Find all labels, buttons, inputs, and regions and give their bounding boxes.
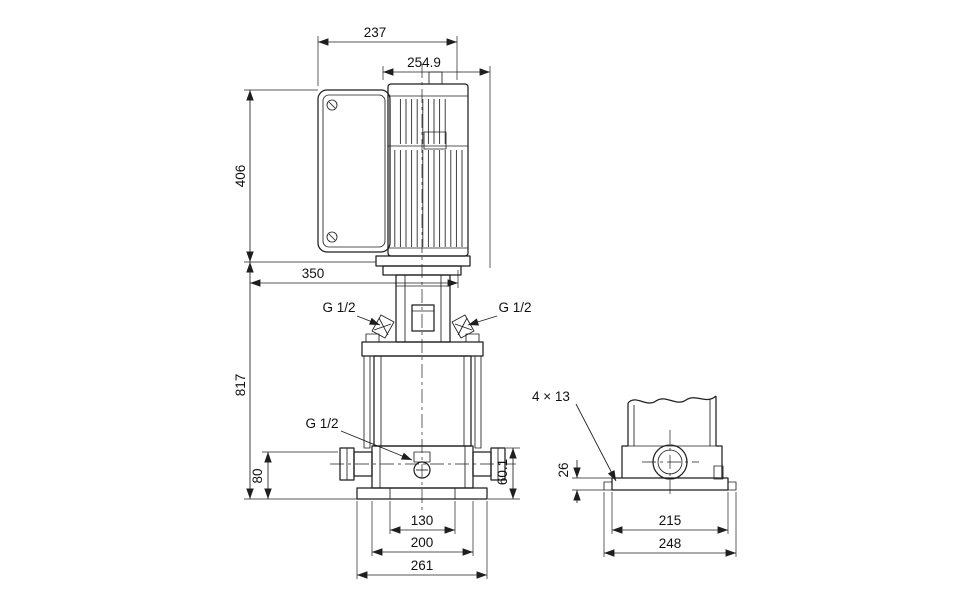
dim-foot-widths: 215 248: [603, 492, 737, 557]
dim-heights: 406 817: [233, 89, 376, 500]
callout-base-holes: 4 × 13: [532, 389, 617, 482]
dim-outlet-height-label: 60.1: [495, 459, 510, 485]
motor-cooling-fins-upper: [396, 99, 446, 144]
dim-inlet-height-label: 80: [250, 468, 265, 483]
dim-base-width-mid-label: 200: [411, 535, 434, 550]
side-boss: [713, 465, 724, 480]
dim-base-width-inner-label: 130: [411, 513, 434, 528]
control-box: [317, 89, 391, 253]
pump-head: [371, 274, 475, 343]
dim-foot-height: 26: [556, 460, 612, 503]
motor-stool: [375, 255, 471, 276]
foot-tab-left: [603, 481, 613, 491]
dim-outlet-height: 60.1: [488, 447, 520, 500]
dim-depth-label: 350: [302, 266, 325, 281]
dim-depth: 350: [250, 266, 459, 288]
label-gauge-port-right: G 1/2: [467, 300, 532, 326]
dim-base-width-outer-label: 261: [411, 558, 434, 573]
base-plate: [356, 487, 488, 500]
terminal-box: [423, 131, 447, 150]
break-line: [627, 395, 717, 404]
motor-cooling-fins-lower: [391, 150, 465, 247]
dim-inlet-height: 80: [250, 451, 338, 499]
dim-top-width-label: 237: [364, 25, 387, 40]
coupling-window: [411, 304, 435, 332]
staybolt-right: [474, 355, 482, 449]
dim-total-height-label: 817: [233, 374, 248, 397]
foot-tab-right: [727, 481, 737, 491]
dim-motor-width-label: 254.9: [407, 55, 441, 70]
dim-motor-width: 254.9: [382, 55, 491, 268]
staybolt-nut-left: [365, 333, 380, 343]
gauge-plug-right: [451, 314, 475, 339]
screw-top-icon: [326, 99, 338, 111]
staybolt-left: [363, 355, 371, 449]
dim-base-widths: 130 200 261: [356, 501, 488, 579]
base-side-view: [603, 395, 737, 496]
pump-base: [339, 445, 506, 500]
label-gauge-port-left: G 1/2: [322, 300, 381, 326]
dim-foot-width-inner-label: 215: [659, 513, 682, 528]
dim-foot-height-label: 26: [556, 462, 571, 477]
motor-body: [387, 71, 469, 257]
staybolt-nut-right: [465, 333, 480, 343]
cable-gland: [428, 71, 443, 85]
gauge-port-left-label: G 1/2: [322, 300, 355, 315]
stack-top-plate: [361, 333, 484, 357]
discharge-port: [472, 447, 506, 481]
suction-port: [339, 447, 373, 481]
gauge-plug-left: [371, 314, 395, 339]
dimensions: 237 254.9 406 817 350: [233, 25, 737, 579]
base-holes-label: 4 × 13: [532, 389, 570, 404]
pump-front-view: [317, 64, 516, 512]
drain-plug: [413, 451, 431, 479]
dim-foot-width-outer-label: 248: [659, 536, 682, 551]
dim-top-width: 237: [317, 25, 458, 86]
chamber-stack: [363, 355, 482, 449]
drain-port-label: G 1/2: [305, 416, 338, 431]
dim-motor-height-label: 406: [233, 165, 248, 188]
label-drain-port: G 1/2: [305, 416, 413, 461]
screw-bottom-icon: [326, 231, 338, 243]
gauge-port-right-label: G 1/2: [498, 300, 531, 315]
